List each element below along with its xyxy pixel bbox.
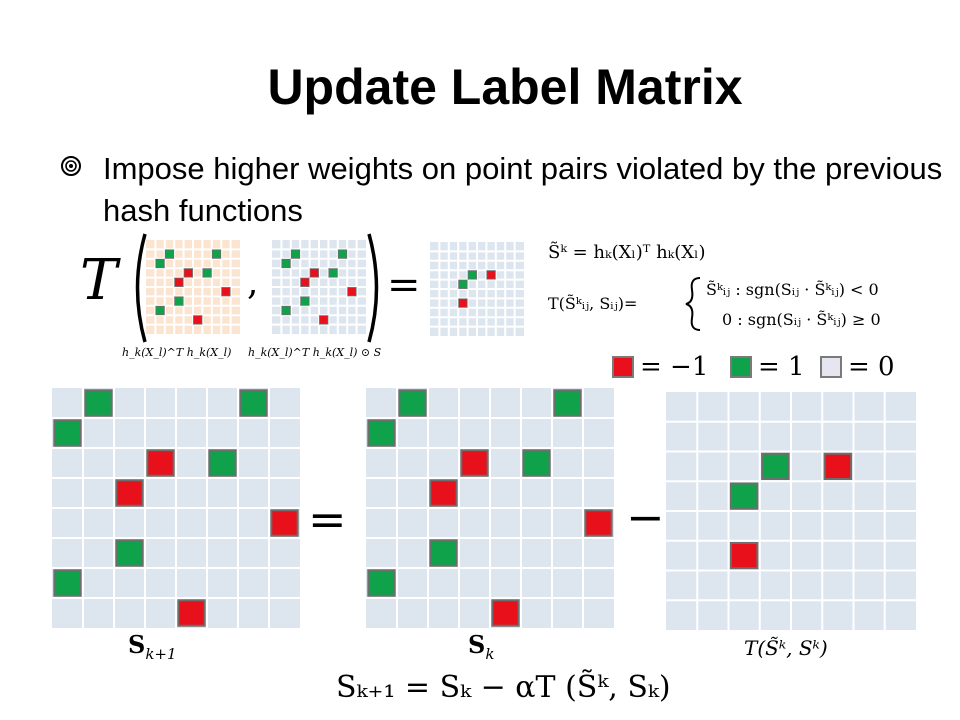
cell-negative	[458, 298, 468, 308]
def-line-2-prefix: T(S̃ᵏᵢⱼ, Sᵢⱼ)=	[548, 294, 638, 313]
cell-negative	[460, 449, 489, 477]
cell-positive	[84, 389, 113, 417]
cell-negative	[429, 479, 458, 507]
cell-negative	[177, 599, 206, 627]
cell-negative	[115, 479, 144, 507]
cell-negative	[174, 277, 184, 287]
cell-positive	[458, 279, 468, 289]
cell-negative	[183, 268, 193, 278]
cell-positive	[328, 268, 338, 278]
label-t: T(S̃ᵏ, Sᵏ)	[744, 636, 828, 660]
cell-positive	[761, 452, 790, 481]
cell-positive	[164, 249, 175, 259]
page-title: Update Label Matrix	[267, 59, 743, 115]
cell-positive	[202, 268, 212, 278]
matrix-peach	[146, 240, 240, 334]
bottom-equation: Sₖ₊₁ = Sₖ − αT (S̃ᵏ, Sₖ)	[336, 670, 671, 705]
cell-positive	[522, 449, 551, 477]
cell-positive	[729, 482, 759, 510]
cell-positive	[337, 249, 348, 259]
matrix-s-k	[366, 388, 614, 628]
cell-positive	[211, 249, 222, 259]
cell-positive	[467, 270, 477, 280]
cell-negative	[491, 599, 520, 627]
cell-positive	[174, 296, 184, 306]
legend-swatch-zero	[820, 356, 842, 378]
comma: ,	[247, 262, 259, 303]
cell-positive	[367, 419, 396, 447]
equals-big: =	[308, 492, 347, 546]
label-s-k-plus-1: Sk+1	[128, 630, 177, 663]
cell-negative	[221, 287, 231, 297]
def-line-1: S̃ᵏ = hₖ(Xₗ)ᵀ hₖ(Xₗ)	[548, 242, 706, 263]
left-paren	[135, 233, 147, 343]
bullet-text: Impose higher weights on point pairs vio…	[103, 151, 943, 228]
cell-positive	[398, 389, 427, 417]
legend-swatch-red	[612, 356, 634, 378]
operator-t: T	[80, 248, 118, 313]
cell-positive	[367, 569, 396, 597]
def-case-1: S̃ᵏᵢⱼ : sgn(Sᵢⱼ · S̃ᵏᵢⱼ) < 0	[706, 280, 879, 299]
cell-positive	[553, 389, 582, 417]
right-paren	[367, 233, 379, 343]
legend-label-green: = 1	[758, 352, 805, 382]
matrix-result-small	[430, 242, 524, 336]
legend-label-zero: = 0	[848, 352, 895, 382]
cell-negative	[729, 541, 759, 570]
cell-positive	[281, 258, 291, 269]
def-case-2: 0 : sgn(Sᵢⱼ · S̃ᵏᵢⱼ) ≥ 0	[722, 310, 881, 329]
cell-positive	[239, 389, 268, 417]
cell-negative	[193, 315, 203, 325]
legend-swatch-green	[730, 356, 752, 378]
cell-negative	[347, 287, 357, 297]
label-hx-hx-s: h_k(X_l)^T h_k(X_l) ⊙ S	[248, 346, 382, 359]
cell-positive	[155, 305, 165, 316]
cell-negative	[486, 270, 496, 280]
cell-positive	[155, 258, 165, 269]
cell-negative	[823, 452, 853, 481]
legend-label-red: = −1	[640, 352, 709, 382]
matrix-masked	[272, 240, 366, 334]
cell-negative	[146, 449, 175, 477]
cell-positive	[290, 249, 301, 259]
cell-positive	[208, 449, 237, 477]
cell-negative	[300, 277, 310, 287]
cell-negative	[309, 268, 319, 278]
label-hx-hx: h_k(X_l)^T h_k(X_l)	[122, 346, 232, 359]
cell-negative	[584, 509, 613, 537]
cell-positive	[281, 305, 291, 316]
target-bullet-icon	[61, 156, 81, 176]
cell-negative	[270, 509, 299, 537]
cell-positive	[53, 419, 82, 447]
cell-positive	[300, 296, 310, 306]
case-brace	[685, 277, 701, 331]
label-s-k: Sk	[468, 630, 495, 663]
cell-positive	[429, 539, 458, 567]
minus-big: −	[626, 490, 665, 544]
matrix-t	[666, 392, 916, 630]
cell-positive	[115, 539, 144, 567]
matrix-s-k-plus-1	[52, 388, 300, 628]
equals-top: =	[387, 262, 421, 308]
cell-positive	[53, 569, 82, 597]
cell-negative	[319, 315, 329, 325]
